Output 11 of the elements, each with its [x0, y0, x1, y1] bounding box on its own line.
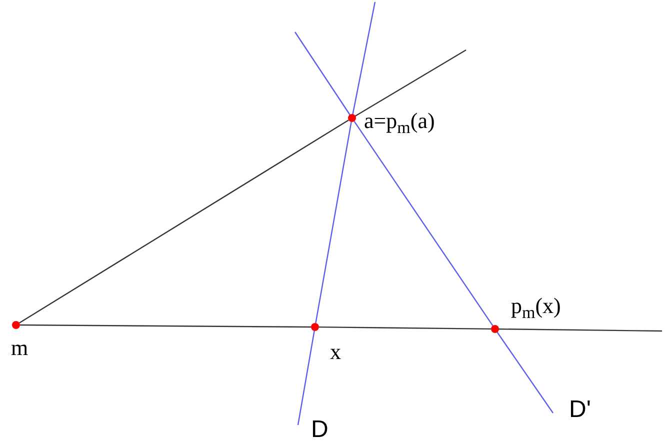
- point-label: a=p$_{m}$(a): [364, 110, 435, 132]
- line: [20, 324, 311, 328]
- line: [354, 120, 494, 326]
- point-label: m: [11, 337, 28, 359]
- point-label: x: [330, 341, 341, 363]
- line-label: D': [569, 396, 591, 423]
- line: [19, 120, 349, 324]
- line: [319, 326, 491, 330]
- line: [315, 122, 352, 324]
- line-label: D: [311, 416, 328, 441]
- point-label: p$_{m}$(x): [511, 295, 561, 317]
